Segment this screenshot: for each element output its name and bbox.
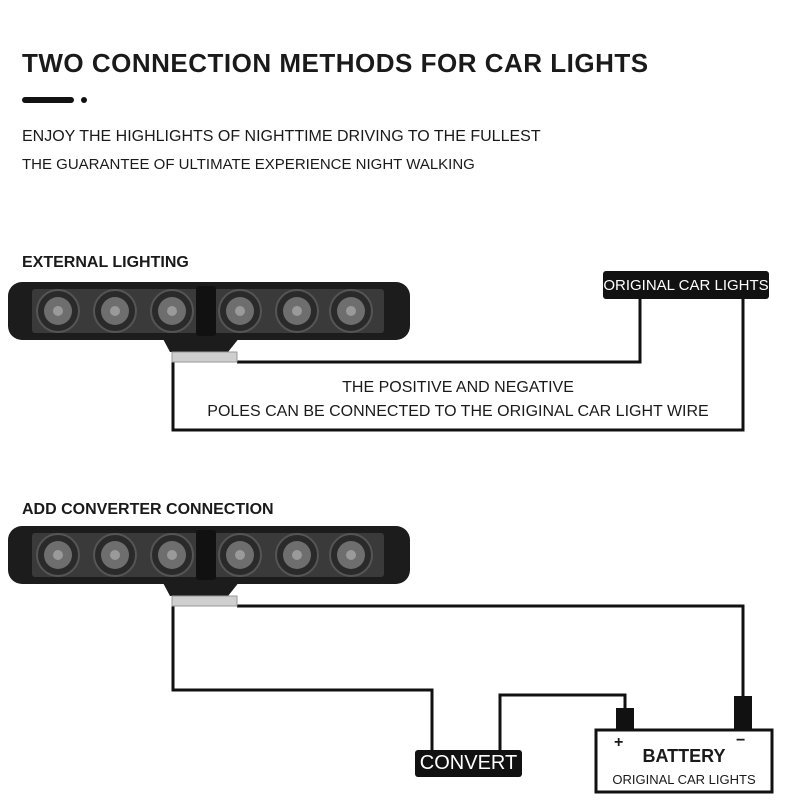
battery-symbol: [594, 696, 774, 794]
battery-body: [594, 728, 774, 794]
underline-bar: [22, 97, 74, 103]
led-chip: [292, 306, 302, 316]
converter-wiring: [171, 604, 745, 752]
original-car-lights-label: ORIGINAL CAR LIGHTS: [603, 277, 769, 294]
led-chip: [53, 306, 63, 316]
note-line-2: POLES CAN BE CONNECTED TO THE ORIGINAL C…: [207, 403, 709, 420]
light-bar-center-divider: [196, 530, 216, 580]
led-light-bar-converter: [8, 526, 410, 607]
battery-label: BATTERY: [642, 746, 726, 766]
wire-light-to-converter: [171, 606, 434, 752]
light-bar-mount: [162, 337, 240, 352]
led-chip: [346, 306, 356, 316]
led-chip: [346, 550, 356, 560]
led-chip: [235, 550, 245, 560]
battery-plus-sign: +: [614, 734, 624, 751]
light-bar-bracket: [171, 351, 238, 363]
light-bar-center-divider: [196, 286, 216, 336]
wire-negative-to-original: [171, 298, 745, 432]
light-bar-mount: [162, 581, 240, 596]
led-chip: [110, 306, 120, 316]
wire-positive-to-original: [237, 298, 642, 364]
subtitle-line-1: ENJOY THE HIGHLIGHTS OF NIGHTTIME DRIVIN…: [22, 128, 541, 145]
wire-light-to-battery-negative: [237, 604, 745, 700]
led-chip: [292, 550, 302, 560]
section-external-heading: EXTERNAL LIGHTING: [22, 254, 189, 271]
convert-box: [415, 750, 522, 777]
led-chip: [167, 550, 177, 560]
note-line-1: THE POSITIVE AND NEGATIVE: [342, 379, 574, 396]
convert-label: CONVERT: [419, 752, 518, 774]
original-car-lights-box: [603, 271, 769, 299]
battery-positive-terminal: [616, 708, 634, 731]
led-chip: [110, 550, 120, 560]
page-title: TWO CONNECTION METHODS FOR CAR LIGHTS: [22, 48, 649, 78]
external-wiring: [171, 298, 745, 432]
battery-sublabel: ORIGINAL CAR LIGHTS: [612, 772, 756, 787]
led-chip: [167, 306, 177, 316]
light-bar-bracket: [171, 595, 238, 607]
led-chip: [235, 306, 245, 316]
section-converter-heading: ADD CONVERTER CONNECTION: [22, 501, 274, 518]
underline-dot: [81, 97, 87, 103]
wire-converter-to-battery-positive: [498, 693, 627, 752]
battery-minus-sign: −: [736, 732, 746, 749]
led-chip: [53, 550, 63, 560]
battery-negative-terminal: [734, 696, 752, 731]
subtitle-line-2: THE GUARANTEE OF ULTIMATE EXPERIENCE NIG…: [22, 156, 475, 173]
led-light-bar-external: [8, 282, 410, 363]
